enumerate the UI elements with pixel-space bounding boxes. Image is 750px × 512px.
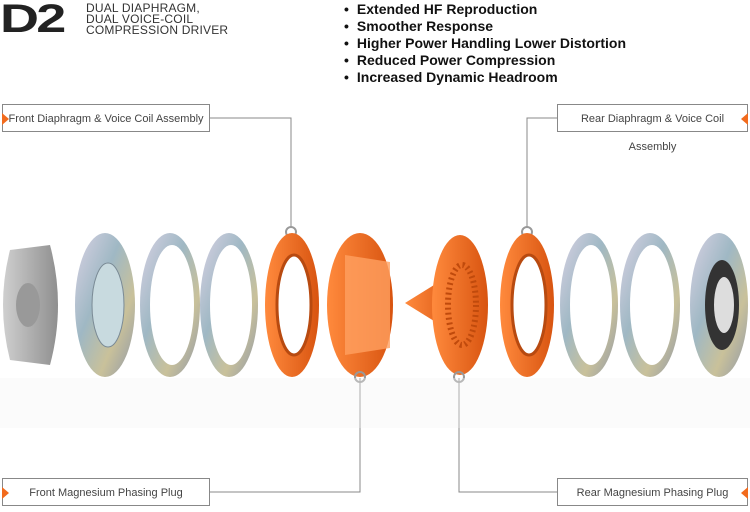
front-plug-assembly (327, 233, 393, 383)
feature-item: Extended HF Reproduction (344, 1, 626, 18)
callout-front-diaphragm[interactable]: Front Diaphragm & Voice Coil Assembly (2, 104, 210, 132)
feature-item: Reduced Power Compression (344, 52, 626, 69)
leader-front-diaphragm (210, 117, 292, 228)
magnet-block (3, 245, 58, 365)
front-diaphragm (265, 226, 319, 377)
spacer-ring-2 (200, 233, 258, 377)
leader-front-plug (210, 378, 361, 493)
product-subtitle: DUAL DIAPHRAGM, DUAL VOICE-COIL COMPRESS… (86, 1, 229, 37)
subtitle-line: DUAL DIAPHRAGM, (86, 1, 200, 15)
feature-item: Higher Power Handling Lower Distortion (344, 35, 626, 52)
logo-d2: D2 (0, 0, 66, 41)
callout-label: Front Magnesium Phasing Plug (29, 487, 183, 499)
callout-label: Rear Magnesium Phasing Plug (576, 487, 729, 499)
callout-front-plug[interactable]: Front Magnesium Phasing Plug (2, 478, 210, 506)
pointer-icon (741, 113, 748, 125)
feature-item: Increased Dynamic Headroom (344, 69, 626, 86)
spacer-ring-1 (140, 233, 200, 377)
feature-item: Smoother Response (344, 18, 626, 35)
leader-rear-plug (458, 378, 557, 493)
feature-list: Extended HF Reproduction Smoother Respon… (344, 1, 626, 86)
spacer-ring-3 (560, 233, 618, 377)
callout-rear-diaphragm[interactable]: Rear Diaphragm & Voice Coil Assembly (557, 104, 748, 153)
callout-rear-plug[interactable]: Rear Magnesium Phasing Plug (557, 478, 748, 506)
subtitle-line: DUAL VOICE-COIL (86, 12, 194, 26)
rear-plug-disk (432, 235, 488, 383)
spacer-ring-4 (620, 233, 680, 377)
leader-rear-diaphragm (526, 117, 557, 228)
subtitle-line: COMPRESSION DRIVER (86, 23, 229, 37)
callout-label: Front Diaphragm & Voice Coil Assembly (8, 113, 204, 125)
pointer-icon (2, 113, 9, 125)
pointer-icon (741, 487, 748, 499)
rear-cap (690, 233, 748, 377)
top-plate (75, 233, 135, 377)
callout-label: Rear Diaphragm & Voice Coil Assembly (580, 113, 725, 153)
pointer-icon (2, 487, 9, 499)
rear-diaphragm (500, 226, 554, 377)
